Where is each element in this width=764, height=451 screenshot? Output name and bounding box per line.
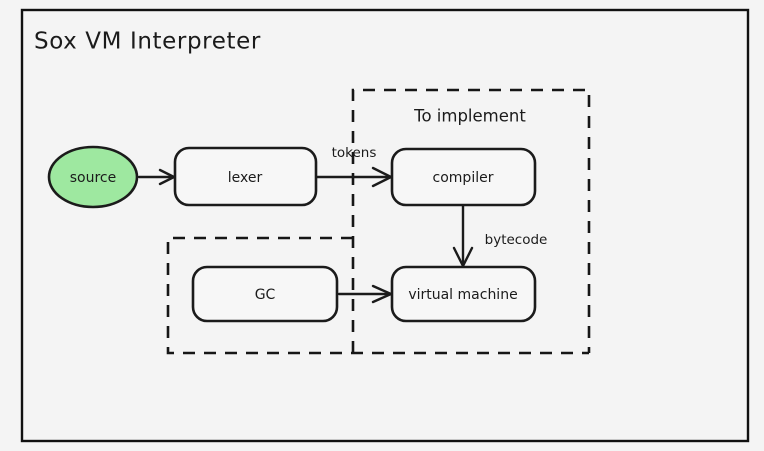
- node-gc-shape[interactable]: [191, 265, 339, 323]
- node-source-label: source: [70, 170, 117, 186]
- edge-compiler-to-vm: bytecode: [452, 204, 548, 268]
- node-virtual-machine-label: virtual machine: [408, 287, 517, 303]
- node-lexer-label: lexer: [228, 170, 263, 186]
- node-virtual-machine-shape[interactable]: [390, 265, 537, 323]
- node-lexer-shape[interactable]: [173, 146, 318, 207]
- node-lexer[interactable]: lexer: [173, 146, 318, 207]
- edge-lexer-to-compiler: tokens: [315, 145, 393, 188]
- node-compiler-shape[interactable]: [390, 147, 537, 207]
- page-title: Sox VM Interpreter: [34, 29, 261, 55]
- group-runtime: [166, 236, 589, 355]
- edge-label-tokens: tokens: [332, 145, 377, 161]
- group-to-implement-label: To implement: [413, 107, 526, 126]
- node-gc[interactable]: GC: [191, 265, 339, 323]
- group-to-implement: [351, 88, 591, 353]
- node-source-shape[interactable]: [47, 145, 139, 209]
- node-compiler[interactable]: compiler: [390, 147, 537, 207]
- edge-gc-to-vm: [337, 284, 393, 304]
- node-gc-label: GC: [255, 287, 276, 303]
- diagram-frame: [20, 8, 750, 443]
- node-compiler-label: compiler: [433, 170, 494, 186]
- node-source[interactable]: source: [47, 145, 139, 209]
- edge-source-to-lexer: [137, 168, 176, 186]
- edge-label-bytecode: bytecode: [485, 232, 548, 248]
- node-virtual-machine[interactable]: virtual machine: [390, 265, 537, 323]
